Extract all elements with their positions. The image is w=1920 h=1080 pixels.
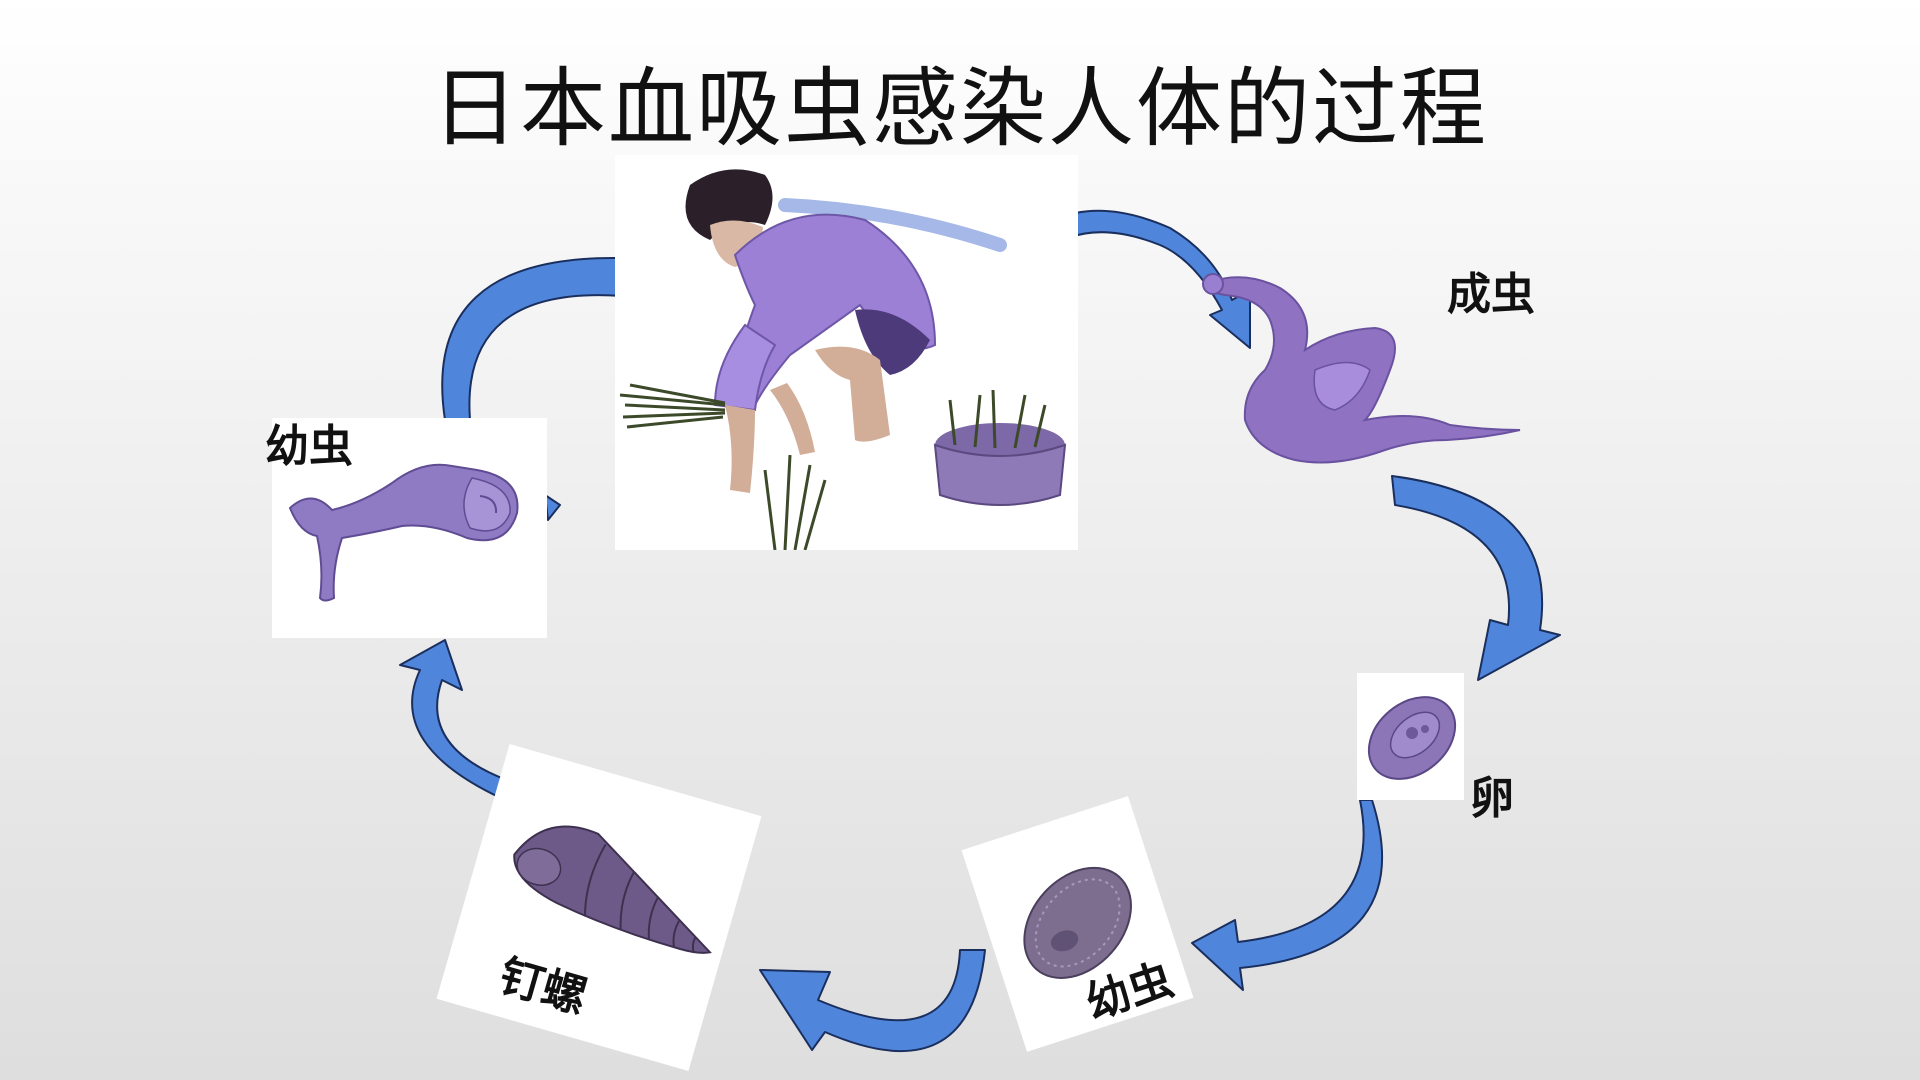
miracidium-image: 幼虫	[961, 796, 1194, 1052]
stage-label-adult: 成虫	[1447, 269, 1535, 320]
arrow-tail-cercaria	[544, 494, 561, 521]
stage-label-egg: 卵	[1470, 773, 1514, 824]
arrow-egg-to-miracidium	[1191, 799, 1384, 991]
snail-illustration	[513, 825, 712, 954]
cercaria-image	[272, 418, 547, 638]
stage-label-cercaria: 幼虫	[265, 421, 353, 472]
arrow-adult-to-egg	[1391, 475, 1561, 681]
farmer-image	[615, 155, 1078, 550]
egg-illustration	[1367, 696, 1457, 780]
egg-image	[1357, 673, 1464, 800]
arrow-snail-to-cercaria	[399, 639, 513, 801]
arrow-miracidium-to-snail	[759, 949, 986, 1053]
cercaria-illustration	[288, 463, 519, 602]
farmer-illustration	[619, 169, 1067, 550]
miracidium-illustration	[1023, 866, 1132, 979]
snail-image: 钉螺	[436, 744, 762, 1071]
diagram-title: 日本血吸虫感染人体的过程	[432, 59, 1488, 159]
adult-worm-illustration	[1202, 273, 1521, 464]
arrow-farmer-to-adult	[989, 209, 1251, 349]
